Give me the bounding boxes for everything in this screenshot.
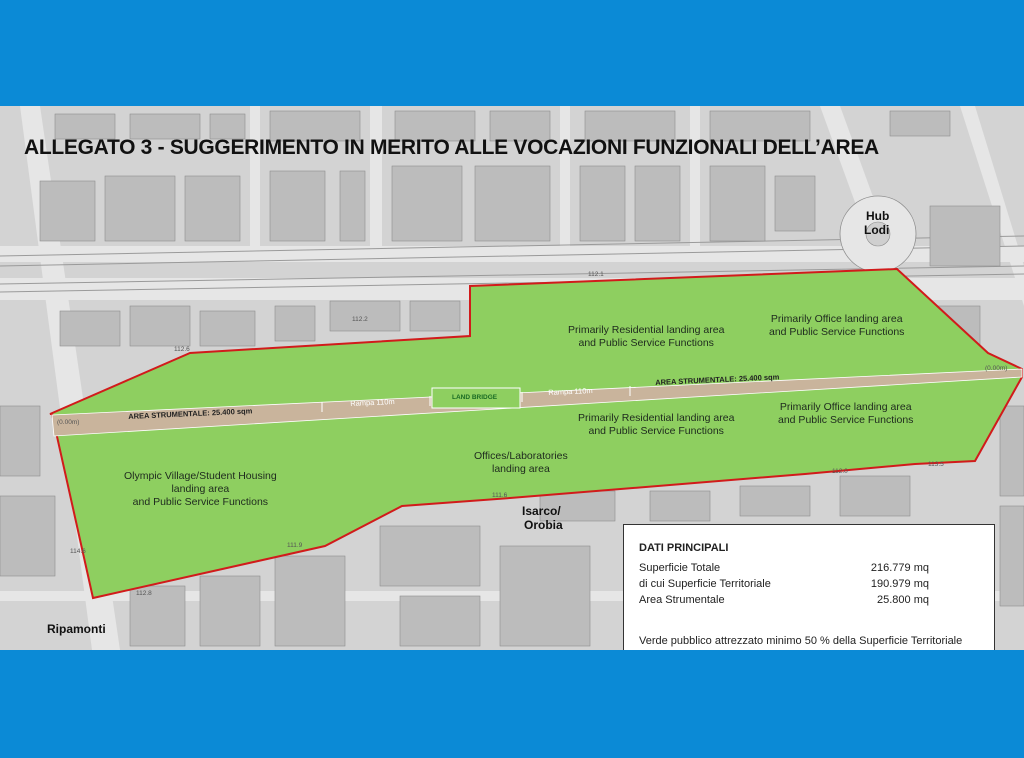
spot-elevation: 112.0 xyxy=(832,468,848,475)
zone-olympic-line3: and Public Service Functions xyxy=(132,496,269,508)
elevation-right: (0.00m) xyxy=(985,365,1008,372)
zone-offices-laboratories: Offices/Laboratories landing area xyxy=(474,450,568,476)
data-row-value: 25.800 mq xyxy=(877,594,929,606)
land-bridge-label: LAND BRIDGE xyxy=(452,394,498,401)
data-row-label: Area Strumentale xyxy=(639,594,725,606)
spot-elevation: 114.6 xyxy=(70,548,86,555)
spot-elevation: 112.6 xyxy=(174,346,190,353)
spot-elevation: 111.6 xyxy=(492,492,508,499)
land-bridge xyxy=(431,387,521,409)
zone-office-south: Primarily Office landing area and Public… xyxy=(778,401,913,427)
zone-residential-north-line1: Primarily Residential landing area xyxy=(568,324,725,336)
spot-elevation: 111.9 xyxy=(287,542,303,549)
zone-residential-south: Primarily Residential landing area and P… xyxy=(578,412,734,438)
elevation-left: (0.00m) xyxy=(57,419,80,426)
spot-elevation: 113.5 xyxy=(928,461,944,468)
zone-residential-south-line2: and Public Service Functions xyxy=(588,425,724,437)
zone-office-north-line1: Primarily Office landing area xyxy=(770,313,903,325)
data-row-total: Superficie Totale 216.779 mq xyxy=(639,562,929,574)
zone-olympic-line1: Olympic Village/Student Housing xyxy=(124,470,277,482)
place-lodi: Lodi xyxy=(864,223,890,237)
data-box-note: Verde pubblico attrezzato minimo 50 % de… xyxy=(639,635,963,647)
data-row-label: Superficie Totale xyxy=(639,562,721,574)
place-isarco: Isarco/ xyxy=(522,504,561,518)
map-drawing xyxy=(0,106,1024,650)
data-row-value: 216.779 mq xyxy=(870,562,929,574)
zone-offices-lab-line2: landing area xyxy=(491,463,550,475)
spot-elevation: 112.1 xyxy=(588,271,604,278)
data-row-territorial: di cui Superficie Territoriale 190.979 m… xyxy=(639,578,929,590)
place-hub: Hub xyxy=(866,209,890,223)
zone-residential-north: Primarily Residential landing area and P… xyxy=(568,324,724,350)
zone-olympic-village: Olympic Village/Student Housing landing … xyxy=(124,470,277,509)
spot-elevation: 112.2 xyxy=(352,316,368,323)
roundabout-center xyxy=(865,221,891,247)
spot-elevation: 112.8 xyxy=(136,590,152,597)
map-area: ALLEGATO 3 - SUGGERIMENTO IN MERITO ALLE… xyxy=(0,106,1024,650)
place-ripamonti: Ripamonti xyxy=(47,622,106,636)
area-strumentale-strip xyxy=(51,368,1023,437)
page-title: ALLEGATO 3 - SUGGERIMENTO IN MERITO ALLE… xyxy=(24,136,879,159)
ramp-markers xyxy=(321,386,631,412)
data-box: DATI PRINCIPALI Superficie Totale 216.77… xyxy=(623,524,995,650)
buildings xyxy=(0,110,1024,647)
place-orobia: Orobia xyxy=(524,518,563,532)
zone-office-north: Primarily Office landing area and Public… xyxy=(769,313,904,339)
data-row-label: di cui Superficie Territoriale xyxy=(639,578,771,590)
zone-olympic-line2: landing area xyxy=(171,483,230,495)
data-box-header: DATI PRINCIPALI xyxy=(639,542,729,554)
data-row-strumentale: Area Strumentale 25.800 mq xyxy=(639,594,929,606)
development-area xyxy=(49,267,1023,600)
zone-residential-south-line1: Primarily Residential landing area xyxy=(578,412,735,424)
zone-offices-lab-line1: Offices/Laboratories xyxy=(474,450,568,462)
zone-office-south-line1: Primarily Office landing area xyxy=(779,401,912,413)
zone-residential-north-line2: and Public Service Functions xyxy=(578,337,714,349)
zone-office-north-line2: and Public Service Functions xyxy=(769,326,905,338)
data-row-value: 190.979 mq xyxy=(870,578,929,590)
zone-office-south-line2: and Public Service Functions xyxy=(778,414,914,426)
